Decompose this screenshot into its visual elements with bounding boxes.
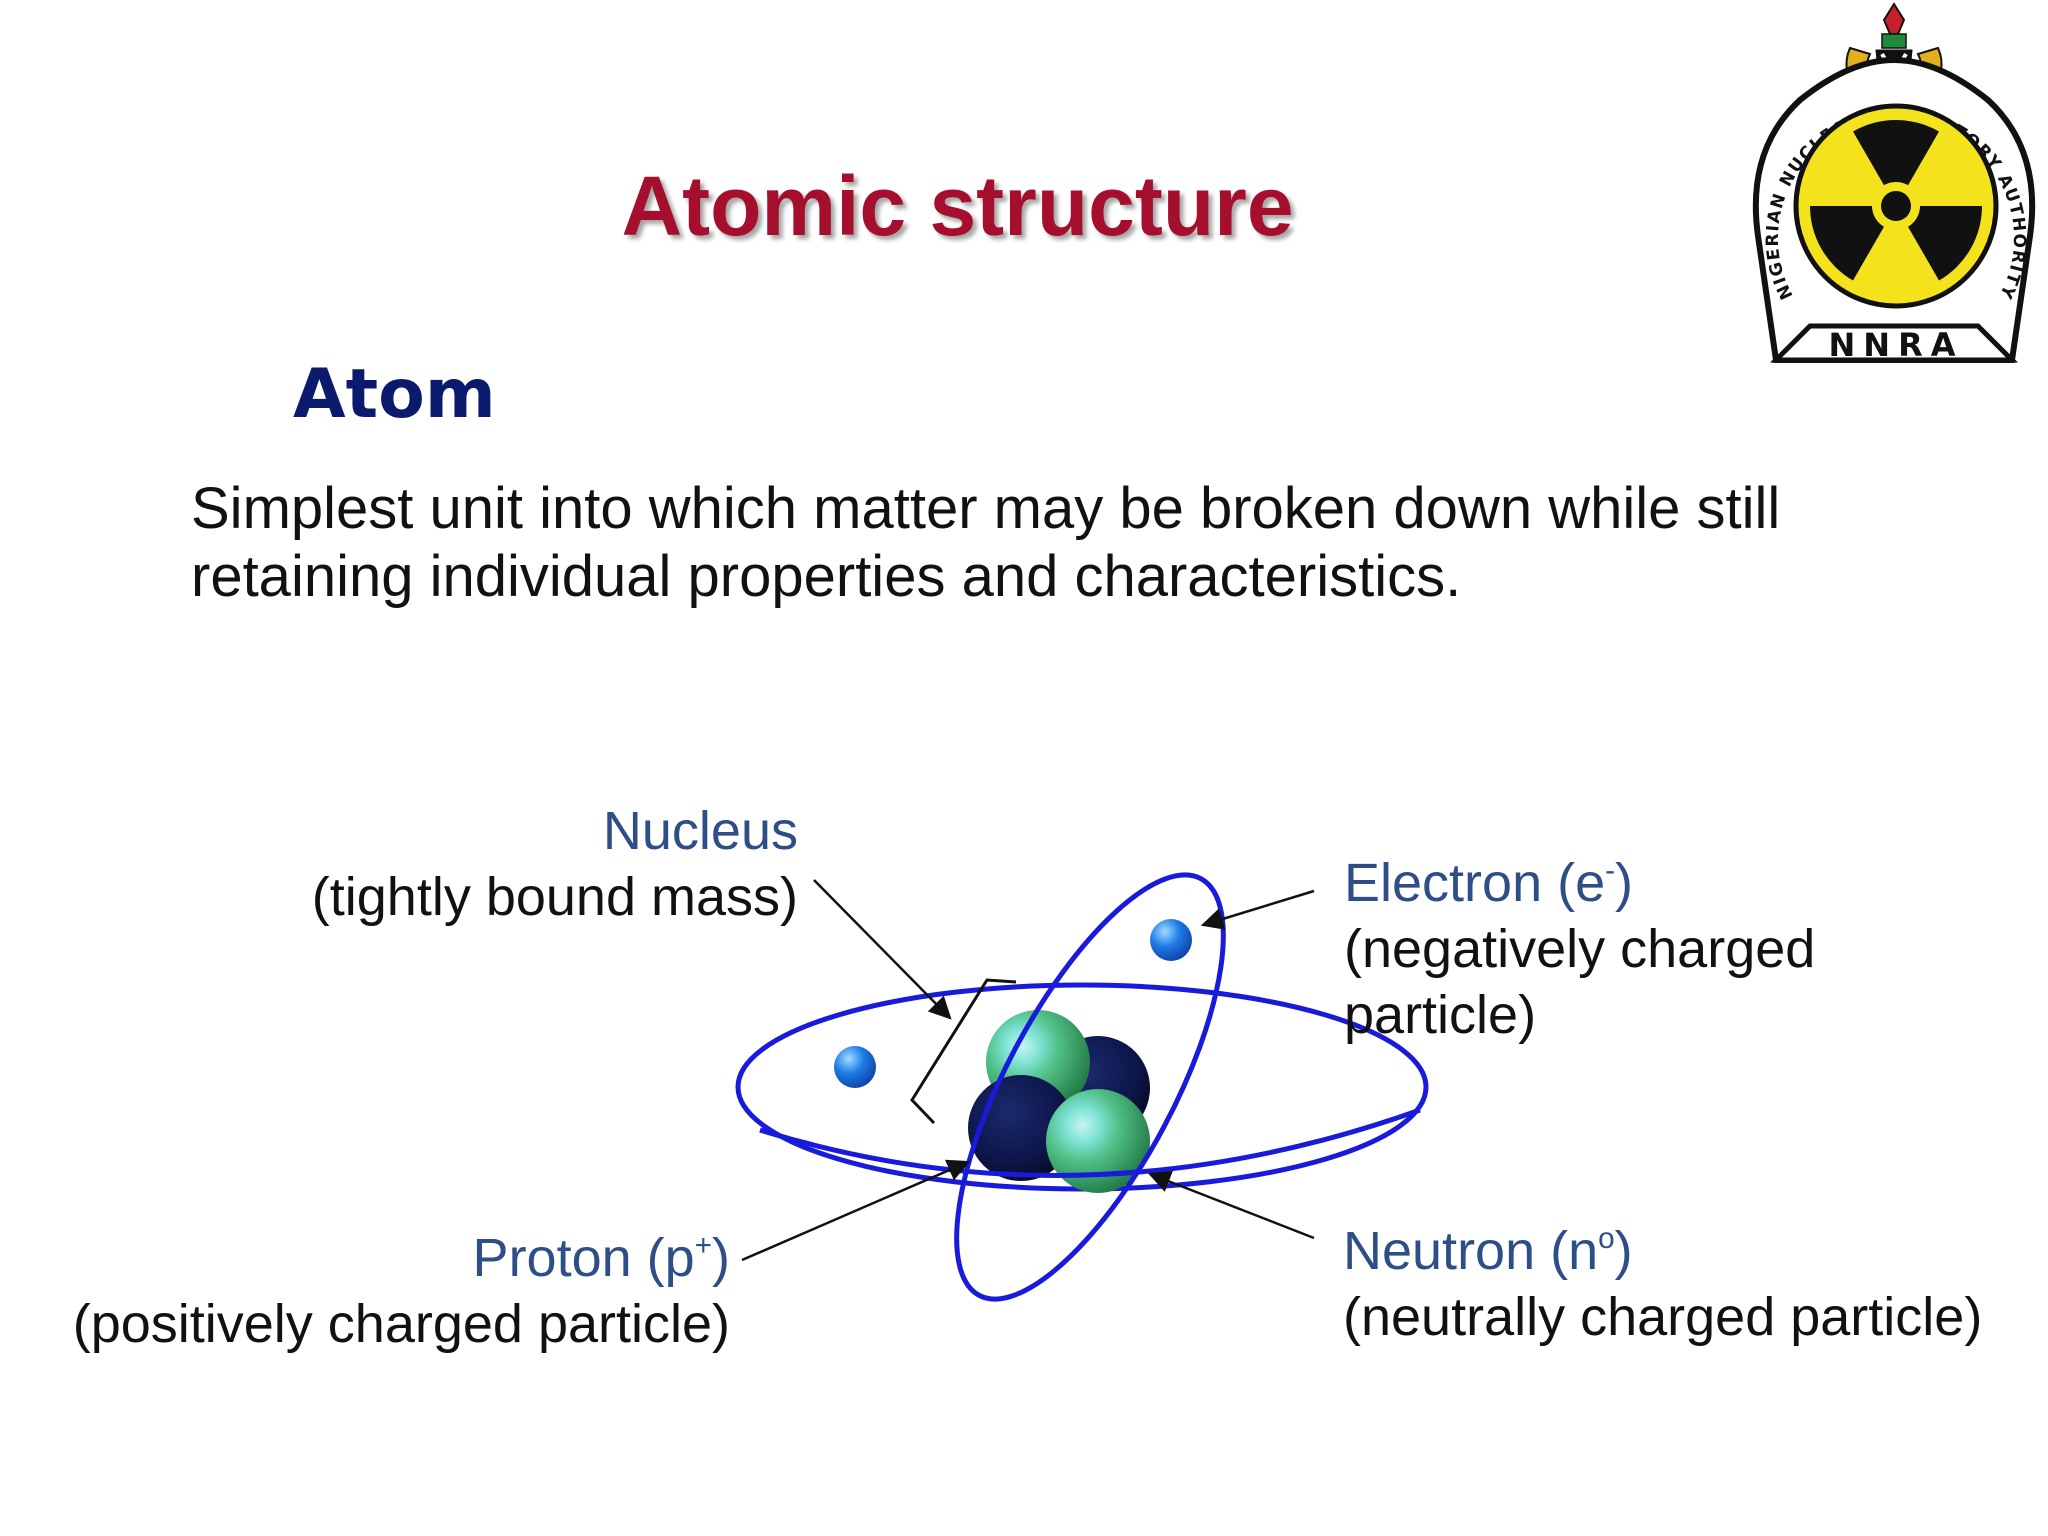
atom-definition: Simplest unit into which matter may be b…	[191, 476, 1781, 609]
proton-pointer	[741, 1159, 971, 1262]
nucleus-desc: (tightly bound mass)	[311, 867, 798, 927]
neutron-sphere	[968, 1075, 1074, 1181]
electron-pointer	[1200, 889, 1315, 930]
nucleus-pointer	[813, 879, 952, 1020]
horizontal-orbit-front	[759, 1107, 1421, 1178]
nucleus-label: Nucleus (tightly bound mass)	[312, 798, 798, 930]
logo-banner	[1769, 323, 2019, 363]
electron-sphere	[834, 1046, 876, 1088]
tilted-orbit	[954, 872, 1226, 1302]
logo-text: NNRA	[1829, 326, 1964, 364]
electron-sphere	[1150, 919, 1192, 961]
nnra-logo: NIGERIAN NUCLEAR REGULATORY AUTHORITY NN…	[1752, 2, 2036, 364]
nucleus-name: Nucleus	[602, 801, 798, 861]
proton-label: Proton (p+) (positively charged particle…	[73, 1225, 730, 1357]
electron-desc-line1: (negatively charged	[1344, 919, 1816, 979]
slide-subtitle: Atom	[293, 355, 496, 434]
nucleus-bracket	[910, 978, 1017, 1125]
proton-desc: (positively charged particle)	[72, 1294, 730, 1354]
radiation-trefoil-icon	[1793, 103, 1999, 309]
slide-title: Atomic structure	[621, 159, 1294, 253]
electron-name: Electron (e-)	[1344, 853, 1633, 913]
neutron-name: Neutron (no)	[1343, 1221, 1633, 1281]
electron-label: Electron (e-) (negatively charged partic…	[1344, 850, 1815, 1048]
proton-name: Proton (p+)	[472, 1228, 730, 1288]
electron-desc-line2: particle)	[1344, 985, 1537, 1045]
proton-sphere	[1046, 1089, 1150, 1193]
neutron-label: Neutron (no) (neutrally charged particle…	[1343, 1218, 1982, 1350]
neutron-pointer	[1147, 1170, 1315, 1240]
neutron-desc: (neutrally charged particle)	[1343, 1287, 1983, 1347]
